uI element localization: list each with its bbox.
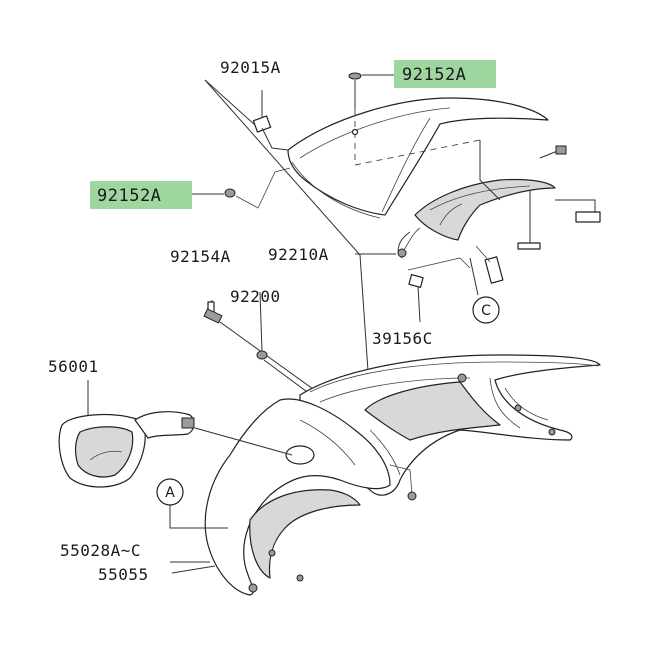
label-92210A: 92210A: [268, 245, 329, 264]
callout-a-letter: A: [165, 485, 175, 501]
label-92152A-top: 92152A: [402, 65, 466, 85]
label-39156C: 39156C: [372, 329, 433, 348]
callout-c: C: [469, 257, 500, 324]
label-55055: 55055: [98, 565, 149, 584]
fastener-92015A: [252, 90, 289, 151]
label-92200: 92200: [230, 287, 281, 306]
bracket-right: [475, 245, 504, 284]
mirror-56001: [58, 380, 293, 488]
fastener-92210A: [355, 227, 421, 258]
callout-a: A: [156, 478, 228, 529]
clip-39156C: [407, 257, 471, 323]
highlight-92152A-top: [394, 60, 496, 88]
bolt-92154A: [203, 301, 223, 324]
label-92154A: 92154A: [170, 247, 231, 266]
windshield: [287, 97, 549, 219]
label-92152A-left: 92152A: [97, 186, 161, 206]
callout-c-letter: C: [481, 303, 491, 319]
highlight-92152A-left: [90, 181, 192, 209]
front-cowl-lower: [204, 398, 417, 596]
label-92015A: 92015A: [220, 58, 281, 77]
label-55028A-C: 55028A~C: [60, 541, 141, 560]
inner-cover: [397, 140, 601, 259]
fastener-92152A-left: [192, 167, 291, 209]
fastener-92152A-top: [348, 72, 394, 110]
washer-92200: [256, 350, 268, 360]
label-56001: 56001: [48, 357, 99, 376]
